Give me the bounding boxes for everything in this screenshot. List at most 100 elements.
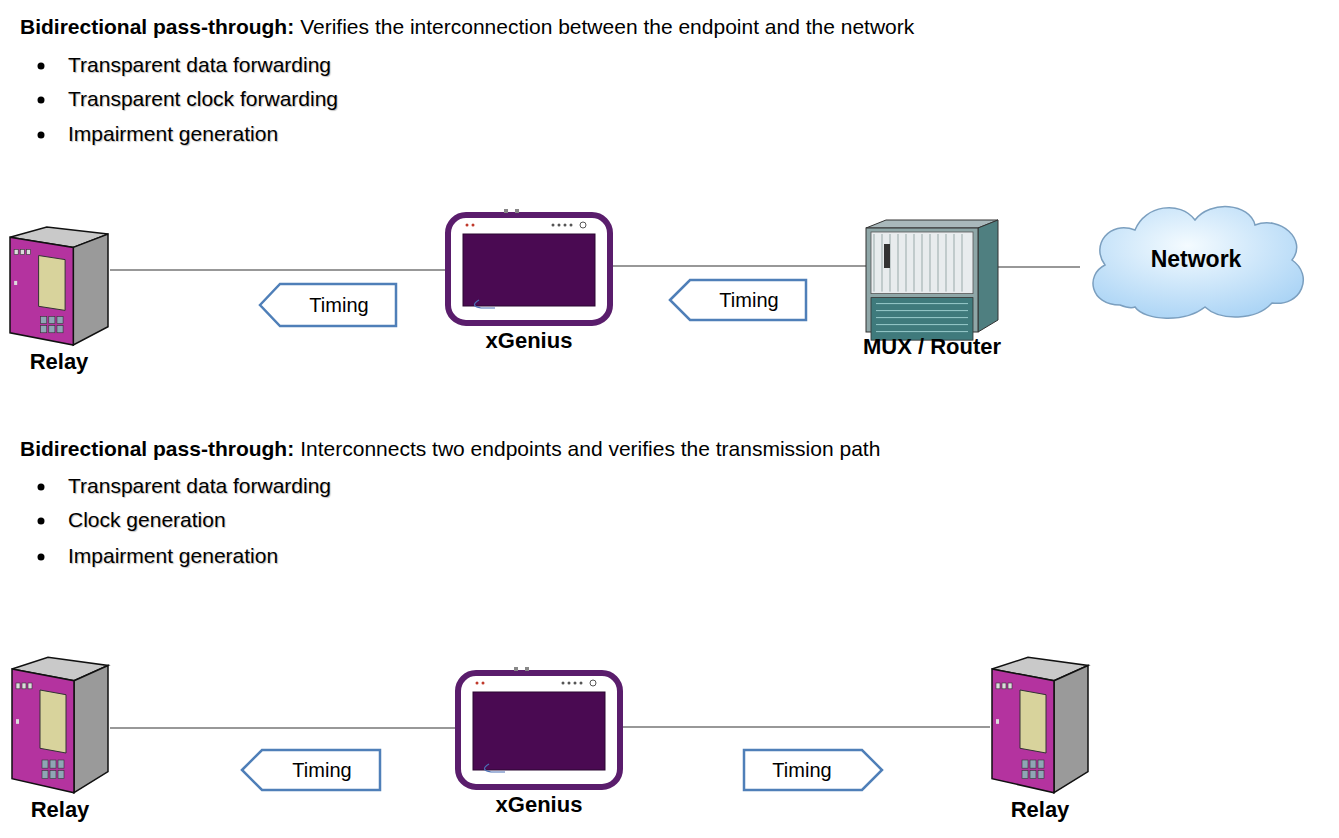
tablet-led [558, 224, 561, 227]
device-label: Relay [31, 797, 90, 823]
relay-device-shape [10, 655, 110, 795]
xgenius-tester-shape [455, 670, 623, 790]
stylus-cord [484, 764, 505, 772]
bullet-text: Transparent clock forwarding [68, 87, 338, 110]
network-cloud: Network [1080, 195, 1312, 323]
device-label: Relay [1011, 797, 1070, 823]
relay-key [1022, 760, 1028, 768]
relay-key [42, 771, 48, 779]
bullet-text: Impairment generation [68, 122, 278, 145]
mux-router: MUX / Router [866, 220, 998, 332]
bullet-text: Impairment generation [68, 544, 278, 567]
device-label: xGenius [496, 792, 583, 818]
bullet-dot [38, 132, 45, 139]
rack-side [978, 220, 998, 332]
tablet-led [564, 224, 567, 227]
link-line [998, 266, 1080, 267]
vent-slat [876, 331, 968, 332]
card-slot [946, 234, 947, 292]
section-heading: Bidirectional pass-through: Verifies the … [20, 15, 914, 39]
bullet-item: Transparent data forwarding [68, 474, 331, 498]
relay-key [57, 317, 63, 324]
bullet-text: Clock generation [68, 508, 226, 531]
relay-led [16, 683, 20, 689]
relay-led [1002, 683, 1006, 689]
tablet-led [562, 682, 565, 685]
tablet-led [482, 682, 485, 685]
relay-led [996, 683, 1000, 689]
relay-key [49, 326, 55, 333]
relay-led [996, 719, 999, 724]
relay-key [58, 771, 64, 779]
vent-panel [871, 298, 973, 341]
relay-led [14, 281, 17, 285]
relay-key [1022, 771, 1028, 779]
relay-device-shape [8, 225, 110, 347]
mux-router-shape [866, 220, 998, 332]
link-line [613, 265, 866, 266]
relay-key [1030, 771, 1036, 779]
card-ports [884, 244, 890, 268]
tablet-led [466, 224, 469, 227]
tablet-frame [448, 215, 610, 323]
relay-led [20, 249, 24, 254]
device-label: Relay [30, 349, 89, 375]
card-slot [882, 234, 883, 292]
link-line [623, 726, 990, 727]
power-button [590, 680, 596, 686]
card-cage [871, 232, 973, 294]
relay-device: Relay [10, 655, 110, 795]
tablet-led [570, 224, 573, 227]
bullet-dot [38, 63, 45, 70]
card-slot [930, 234, 931, 292]
bullet-item: Transparent data forwarding [68, 53, 331, 77]
relay-side [73, 234, 108, 345]
card-slot [938, 234, 939, 292]
relay-led [28, 683, 32, 689]
heading-lead: Bidirectional pass-through: [20, 15, 294, 38]
port [504, 209, 508, 213]
stylus-cord [474, 300, 495, 308]
bullet-item: Transparent clock forwarding [68, 87, 338, 111]
relay-display [40, 690, 66, 753]
timing-arrow: Timing [240, 748, 382, 792]
relay-key [42, 760, 48, 768]
relay-led [1008, 683, 1012, 689]
card-slot [954, 234, 955, 292]
bullet-dot [38, 518, 45, 525]
tablet-led [552, 224, 555, 227]
port [515, 209, 519, 213]
bullet-text: Transparent data forwarding [68, 474, 331, 497]
relay-front [992, 669, 1054, 793]
arrow-label: Timing [309, 294, 368, 317]
card-slot [922, 234, 923, 292]
tablet-led [476, 682, 479, 685]
power-button [580, 222, 586, 228]
port [514, 667, 518, 671]
bullet-item: Impairment generation [68, 544, 278, 568]
relay-key [57, 326, 63, 333]
card-slot [874, 234, 875, 292]
tablet-frame [458, 673, 620, 787]
relay-display [39, 256, 66, 311]
cloud-label: Network [1151, 246, 1242, 273]
arrow-outline [242, 750, 380, 790]
arrow-label: Timing [772, 759, 831, 782]
heading-text: Verifies the interconnection between the… [300, 15, 914, 38]
timing-arrow: Timing [668, 278, 808, 322]
xgenius-tester: xGenius [445, 212, 613, 326]
relay-key [1038, 771, 1044, 779]
arrow-label: Timing [292, 759, 351, 782]
card-slot [914, 234, 915, 292]
arrow-outline [260, 284, 396, 326]
tablet-led [472, 224, 475, 227]
bullet-item: Clock generation [68, 508, 226, 532]
heading-text: Interconnects two endpoints and verifies… [300, 437, 880, 460]
bullet-dot [38, 484, 45, 491]
bullet-dot [38, 554, 45, 561]
relay-key [49, 317, 55, 324]
rack-top [866, 220, 998, 228]
arrow-outline [744, 750, 882, 790]
card-slot [898, 234, 899, 292]
cloud-outline [1093, 207, 1303, 319]
